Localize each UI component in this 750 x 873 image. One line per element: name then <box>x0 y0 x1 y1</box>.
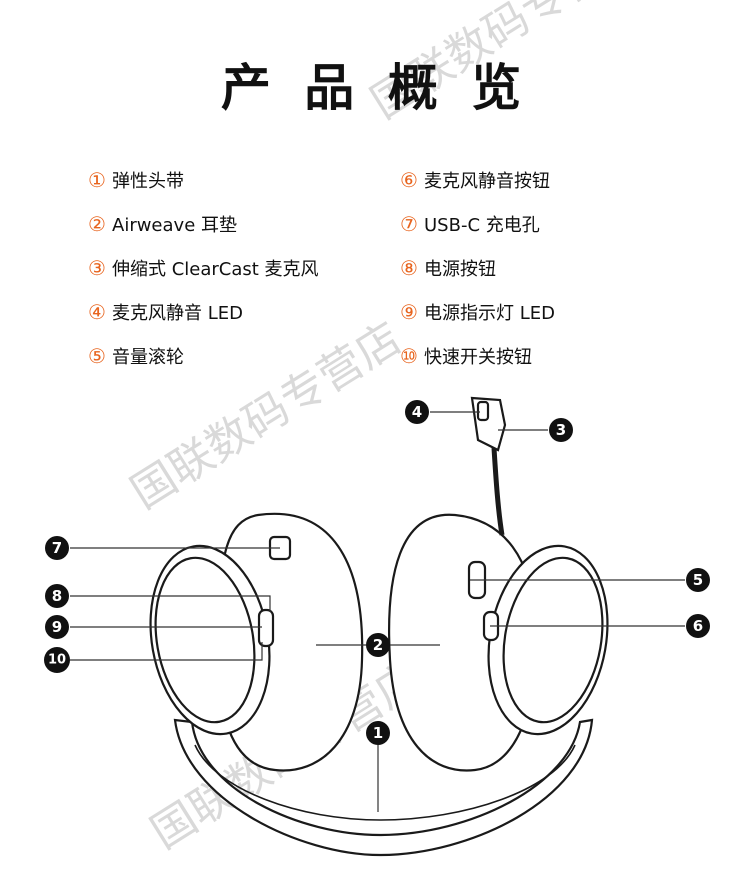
legend-item: ⑩ 快速开关按钮 <box>400 334 555 378</box>
svg-text:3: 3 <box>556 421 566 439</box>
legend-label: 电源按钮 <box>424 259 496 280</box>
callout-9: 9 <box>45 615 69 639</box>
legend-item: ② Airweave 耳垫 <box>88 202 319 246</box>
legend-label: 麦克风静音按钮 <box>424 171 550 192</box>
right-earcup-drawing <box>388 513 609 772</box>
legend-number: ⑥ <box>400 168 418 192</box>
svg-text:7: 7 <box>52 539 62 557</box>
callout-7: 7 <box>45 536 69 560</box>
legend-right: ⑥ 麦克风静音按钮 ⑦ USB-C 充电孔 ⑧ 电源按钮 ⑨ 电源指示灯 LED ⑩ 快速… <box>400 158 555 378</box>
legend-number: ② <box>88 212 106 236</box>
svg-text:5: 5 <box>693 571 703 589</box>
legend-label: 电源指示灯 LED <box>424 303 555 324</box>
callout-2: 2 <box>366 633 390 657</box>
callout-8: 8 <box>45 584 69 608</box>
callout-5: 5 <box>686 568 710 592</box>
legend-item: ⑨ 电源指示灯 LED <box>400 290 555 334</box>
callout-1: 1 <box>366 721 390 745</box>
callout-3: 3 <box>549 418 573 442</box>
legend-label: 音量滚轮 <box>112 347 184 368</box>
svg-text:8: 8 <box>52 587 62 605</box>
svg-text:2: 2 <box>373 636 383 654</box>
legend-label: 弹性头带 <box>112 171 184 192</box>
svg-text:9: 9 <box>52 618 62 636</box>
legend-item: ⑥ 麦克风静音按钮 <box>400 158 555 202</box>
legend-item: ⑧ 电源按钮 <box>400 246 555 290</box>
legend-item: ① 弹性头带 <box>88 158 319 202</box>
callout-4: 4 <box>405 400 429 424</box>
callout-10: 10 <box>44 647 70 673</box>
legend-number: ⑨ <box>400 300 418 324</box>
legend-number: ⑩ <box>400 344 418 368</box>
legend-number: ⑦ <box>400 212 418 236</box>
legend-label: USB-C 充电孔 <box>424 215 540 236</box>
microphone-drawing <box>470 396 507 536</box>
legend-label: Airweave 耳垫 <box>112 215 237 236</box>
legend-item: ⑦ USB-C 充电孔 <box>400 202 555 246</box>
page-title: 产 品 概 览 <box>220 59 530 117</box>
headband-drawing <box>173 718 594 857</box>
svg-text:1: 1 <box>373 724 383 742</box>
power-button-shape <box>257 608 275 648</box>
svg-text:10: 10 <box>48 653 66 668</box>
legend-label: 伸缩式 ClearCast 麦克风 <box>112 259 319 280</box>
legend-number: ① <box>88 168 106 192</box>
legend-label: 麦克风静音 LED <box>112 303 243 324</box>
legend-number: ⑧ <box>400 256 418 280</box>
legend-number: ④ <box>88 300 106 324</box>
svg-text:6: 6 <box>693 617 703 635</box>
legend-number: ③ <box>88 256 106 280</box>
callout-6: 6 <box>686 614 710 638</box>
left-earcup-drawing <box>149 512 364 772</box>
svg-text:4: 4 <box>412 403 422 421</box>
legend-item: ④ 麦克风静音 LED <box>88 290 319 334</box>
legend-label: 快速开关按钮 <box>424 347 532 368</box>
legend-number: ⑤ <box>88 344 106 368</box>
legend-item: ③ 伸缩式 ClearCast 麦克风 <box>88 246 319 290</box>
legend-item: ⑤ 音量滚轮 <box>88 334 319 378</box>
